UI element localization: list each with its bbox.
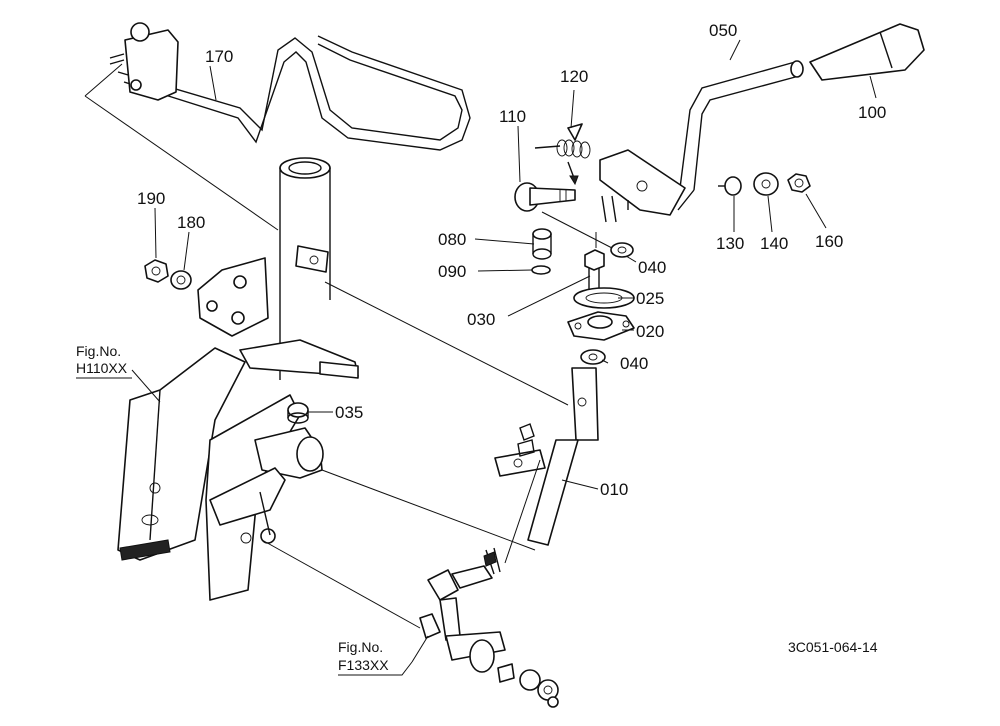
label-160: 160 <box>815 232 843 251</box>
label-040-lower: 040 <box>620 354 648 373</box>
label-190: 190 <box>137 189 165 208</box>
label-080: 080 <box>438 230 466 249</box>
label-040-upper: 040 <box>638 258 666 277</box>
part-010-shaft <box>494 367 599 546</box>
part-120-spring <box>534 123 591 186</box>
part-190-nut <box>144 259 169 283</box>
label-030: 030 <box>467 310 495 329</box>
part-180-washer <box>170 270 192 290</box>
label-025: 025 <box>636 289 664 308</box>
part-040-lower-washer <box>580 349 606 365</box>
left-bracket-assembly <box>117 157 359 601</box>
label-140: 140 <box>760 234 788 253</box>
lever-bracket <box>599 149 686 223</box>
label-050: 050 <box>709 21 737 40</box>
part-130-bushing <box>718 176 742 196</box>
label-180: 180 <box>177 213 205 232</box>
part-030-bolt <box>584 249 605 290</box>
callout-leaders <box>131 39 877 663</box>
part-110-pin <box>514 182 576 212</box>
label-170: 170 <box>205 47 233 66</box>
part-170-rod <box>109 22 471 151</box>
label-130: 130 <box>716 234 744 253</box>
fig-ref-2-code: F133XX <box>338 657 389 673</box>
label-090: 090 <box>438 262 466 281</box>
fig-ref-1-title: Fig.No. <box>76 343 121 359</box>
figure-references: Fig.No. H110XX Fig.No. F133XX <box>76 343 413 676</box>
label-110: 110 <box>499 107 526 126</box>
fig-ref-2-title: Fig.No. <box>338 639 383 655</box>
label-020: 020 <box>636 322 664 341</box>
part-labels: 170 190 180 035 110 120 050 100 080 090 … <box>137 21 886 499</box>
label-120: 120 <box>560 67 588 86</box>
part-080-collar <box>532 228 552 260</box>
part-090-washer <box>531 265 551 275</box>
part-140-washer <box>753 172 779 196</box>
lower-linkage <box>419 547 559 708</box>
label-010: 010 <box>600 480 628 499</box>
part-160-nut <box>787 173 811 193</box>
part-035-collar <box>287 402 309 424</box>
fig-ref-1-code: H110XX <box>76 360 128 376</box>
part-100-grip <box>809 23 925 81</box>
alignment-lines <box>84 63 613 629</box>
part-040-upper-washer <box>610 242 634 258</box>
label-100: 100 <box>858 103 886 122</box>
drawing-code: 3C051-064-14 <box>788 639 878 655</box>
part-020-flange <box>567 311 635 341</box>
label-035: 035 <box>335 403 363 422</box>
